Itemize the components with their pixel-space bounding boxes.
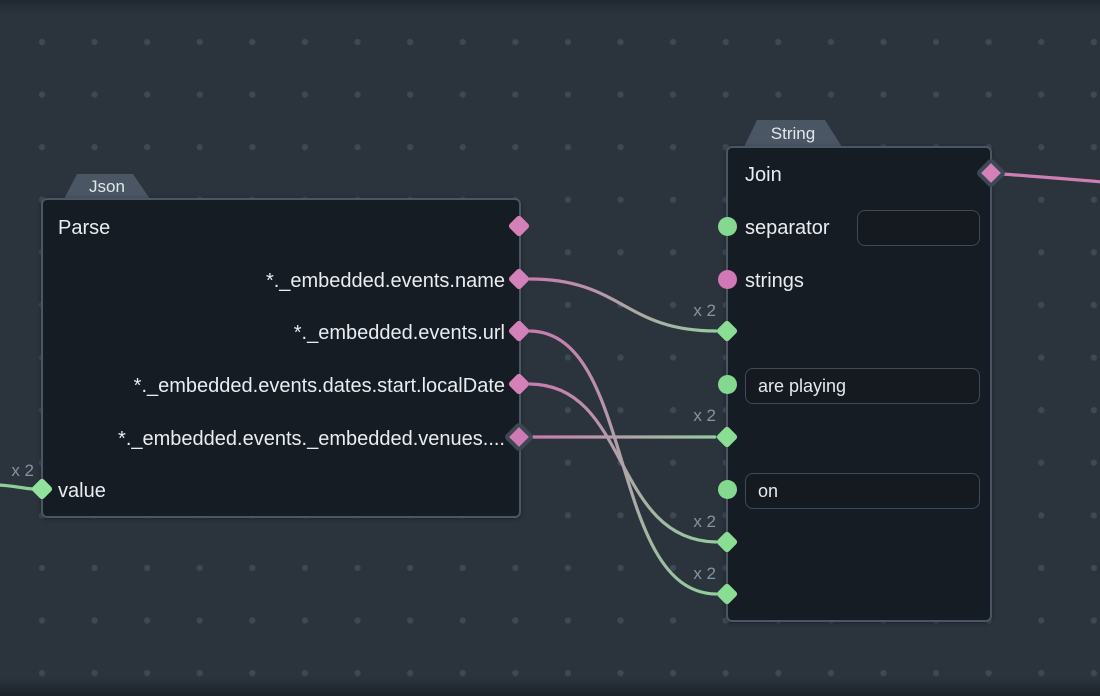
literal-input-port-1[interactable] bbox=[717, 374, 737, 394]
multiplicity-badge: x 2 bbox=[11, 461, 34, 480]
json-node[interactable]: Parse *._embedded.events.name *._embedde… bbox=[41, 198, 521, 518]
separator-input-port[interactable] bbox=[717, 216, 737, 236]
input-label-value: value bbox=[58, 480, 106, 502]
string-node-tab[interactable]: String bbox=[744, 120, 842, 147]
literal-input-port-2[interactable] bbox=[717, 479, 737, 499]
string-node-tab-label: String bbox=[770, 124, 816, 143]
multiplicity-badge: x 2 bbox=[693, 301, 716, 320]
json-node-tab-label: Json bbox=[89, 177, 125, 196]
output-label-local-date: *._embedded.events.dates.start.localDate bbox=[133, 375, 505, 397]
literal-input-on[interactable] bbox=[745, 473, 980, 509]
wire-join-output[interactable] bbox=[1001, 172, 1100, 184]
json-node-title: Parse bbox=[58, 217, 111, 239]
strings-input-port[interactable] bbox=[717, 269, 737, 289]
json-node-tab[interactable]: Json bbox=[64, 174, 150, 199]
separator-input[interactable] bbox=[857, 210, 980, 246]
string-node[interactable]: Join separator strings bbox=[726, 146, 992, 622]
output-label-events-url: *._embedded.events.url bbox=[293, 322, 505, 344]
output-label-events-name: *._embedded.events.name bbox=[265, 270, 505, 292]
literal-input-are-playing[interactable] bbox=[745, 368, 980, 404]
string-node-title: Join bbox=[745, 164, 782, 186]
multiplicity-badge: x 2 bbox=[693, 564, 716, 583]
multiplicity-badge: x 2 bbox=[693, 406, 716, 425]
multiplicity-badge: x 2 bbox=[693, 512, 716, 531]
strings-label: strings bbox=[745, 270, 804, 292]
separator-label: separator bbox=[745, 217, 830, 239]
wire-incoming-value[interactable] bbox=[0, 483, 35, 491]
output-label-venues: *._embedded.events._embedded.venues.... bbox=[118, 428, 505, 450]
